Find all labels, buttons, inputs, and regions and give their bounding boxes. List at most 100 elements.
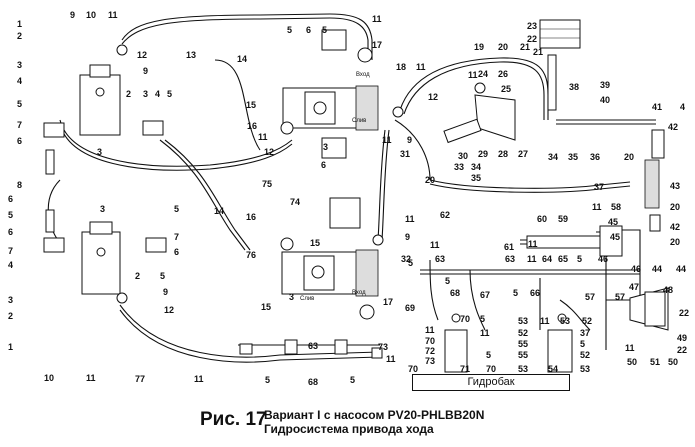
callout: 2 [8,311,13,321]
callout: 7 [8,246,13,256]
callout: 63 [308,341,318,351]
callout: 16 [246,212,256,222]
callout: 53 [560,316,570,326]
callout: 24 [478,69,488,79]
callout: 4 [680,102,685,112]
callout: 46 [631,264,641,274]
callout: 11 [372,14,382,24]
callout: 22 [677,345,687,355]
callout: 17 [383,297,393,307]
callout: 34 [471,162,481,172]
callout: 42 [670,222,680,232]
callout: 47 [629,282,639,292]
callout: 48 [663,285,673,295]
callout: 30 [458,151,468,161]
callout: 6 [8,194,13,204]
callout: 57 [615,292,625,302]
callout: 11 [592,202,602,212]
callout: 14 [237,54,247,64]
callout: 68 [450,288,460,298]
callout: 50 [627,357,637,367]
callout: 4 [155,89,160,99]
callout: 39 [600,80,610,90]
callout: 15 [310,238,320,248]
filter-right [644,129,665,232]
callout: 5 [480,314,485,324]
callout: 1 [17,19,22,29]
callout: 5 [577,254,582,264]
callout: 5 [287,25,292,35]
flow-label-drain-lower: Слив [300,296,314,302]
callout: 9 [163,287,168,297]
callout: 3 [323,142,328,152]
callout: 15 [261,302,271,312]
callout: 11 [86,373,96,383]
callout: 73 [425,356,435,366]
callout: 75 [262,179,272,189]
callout: 5 [486,350,491,360]
callout: 5 [265,375,270,385]
callout: 26 [498,69,508,79]
callout: 20 [670,202,680,212]
callout: 35 [568,152,578,162]
callout: 3 [8,295,13,305]
callout: 5 [160,271,165,281]
callout: 29 [478,149,488,159]
callout: 70 [486,364,496,374]
callout: 9 [405,232,410,242]
callout: 7 [17,120,22,130]
callout: 63 [505,254,515,264]
tank-valves [444,313,573,373]
callout: 50 [668,357,678,367]
callout: 9 [70,10,75,20]
callout: 10 [44,373,54,383]
callout: 5 [580,339,585,349]
callout: 11 [480,328,490,338]
callout: 3 [289,292,294,302]
caption-title-line: Гидросистема привода хода [264,422,434,436]
callout: 16 [247,121,257,131]
callout: 44 [652,264,662,274]
flow-label-in-upper: Вход [356,72,370,78]
callout: 35 [471,173,481,183]
callout: 76 [246,250,256,260]
callout: 7 [174,232,179,242]
callout: 5 [445,276,450,286]
callout: 45 [610,232,620,242]
motor-bottom-left [81,221,121,295]
callout: 36 [590,152,600,162]
callout: 5 [350,375,355,385]
callout: 67 [480,290,490,300]
callout: 5 [322,25,327,35]
cooler-right [629,287,669,331]
cylinder-upper-right [443,82,516,144]
callout: 69 [405,303,415,313]
callout: 68 [308,377,318,387]
callout: 20 [624,152,634,162]
callout: 3 [143,89,148,99]
callout: 71 [460,364,470,374]
callout: 44 [676,264,686,274]
callout: 64 [542,254,552,264]
callout: 18 [396,62,406,72]
callout: 11 [540,316,550,326]
callout: 12 [428,92,438,102]
hydraulic-tank-label: Гидробак [412,374,570,391]
callout: 3 [100,204,105,214]
motor-top-left [79,64,121,136]
callout: 37 [580,328,590,338]
callout: 11 [468,70,478,80]
callout: 19 [474,42,484,52]
callout: 40 [600,95,610,105]
callout: 8 [17,180,22,190]
callout: 11 [194,374,204,384]
callout: 5 [17,99,22,109]
callout: 6 [17,136,22,146]
callout: 11 [425,325,435,335]
pump-lower [281,249,379,297]
callout: 58 [611,202,621,212]
callout: 11 [405,214,415,224]
callout: 61 [504,242,514,252]
callout: 2 [126,89,131,99]
callout: 52 [518,328,528,338]
